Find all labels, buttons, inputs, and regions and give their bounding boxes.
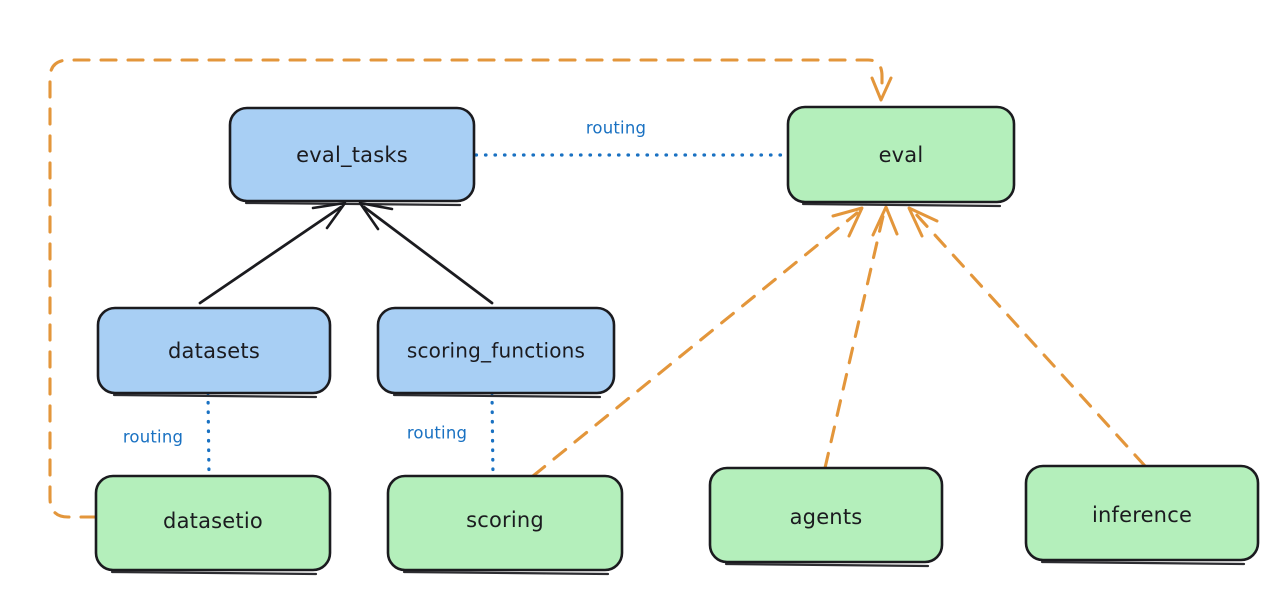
node-agents-box[interactable] <box>708 466 944 564</box>
node-inference-box[interactable] <box>1024 464 1260 562</box>
node-eval-tasks[interactable]: eval_tasks <box>228 106 476 207</box>
node-datasetio[interactable]: datasetio <box>94 474 332 576</box>
node-datasets-sketch-edge <box>112 393 318 399</box>
edge-datasets-to-eval-tasks-line <box>198 205 343 305</box>
edge-scoring-functions-to-eval-tasks <box>358 201 494 305</box>
edge-scoring-functions-to-eval-tasks-line <box>362 205 494 305</box>
edge-label-routing-scoring: routing <box>407 424 467 443</box>
node-datasetio-box[interactable] <box>94 474 332 572</box>
node-eval-tasks-sketch-edge <box>244 201 462 207</box>
node-datasets-label: datasets <box>168 339 260 363</box>
node-eval-tasks-label: eval_tasks <box>296 143 408 168</box>
node-inference-label: inference <box>1092 503 1192 527</box>
node-eval-label: eval <box>879 143 924 167</box>
edge-datasetio-to-eval-line <box>48 58 884 519</box>
edge-agents-to-eval-line <box>823 210 886 470</box>
edge-datasets-to-eval-tasks <box>198 201 347 305</box>
node-datasetio-sketch-edge <box>110 570 318 576</box>
node-inference[interactable]: inference <box>1024 464 1260 566</box>
node-eval[interactable]: eval <box>786 105 1016 208</box>
node-eval-box[interactable] <box>786 105 1016 204</box>
node-scoring-functions-label: scoring_functions <box>407 339 585 363</box>
edge-label-routing-datasetio: routing <box>123 428 183 447</box>
node-datasets-box[interactable] <box>96 306 332 395</box>
node-scoring-functions-sketch-edge <box>392 393 602 399</box>
node-datasets[interactable]: datasets <box>96 306 332 399</box>
node-scoring-functions-box[interactable] <box>376 306 616 395</box>
edge-agents-to-eval-arrowhead <box>871 205 899 237</box>
edge-labels-group: routing routing routing <box>123 119 646 447</box>
edge-agents-to-eval <box>823 205 899 470</box>
edge-inference-to-eval-line <box>912 210 1147 468</box>
edge-scoring-to-eval <box>531 206 864 478</box>
edge-inference-to-eval-arrowhead <box>907 206 939 238</box>
edge-scoring-to-eval-line <box>531 211 859 478</box>
edge-datasetio-to-eval <box>48 58 893 519</box>
node-scoring-box[interactable] <box>386 474 624 572</box>
node-eval-tasks-box[interactable] <box>228 106 476 203</box>
edge-datasets-to-datasetio <box>206 391 211 479</box>
node-scoring-functions[interactable]: scoring_functions <box>376 306 616 399</box>
node-agents-sketch-edge <box>724 562 930 568</box>
node-agents-label: agents <box>790 505 863 529</box>
node-scoring[interactable]: scoring <box>386 474 624 576</box>
edge-scoring-functions-to-scoring <box>490 391 495 479</box>
edge-datasetio-to-eval-arrowhead <box>870 76 893 102</box>
edge-scoring-to-eval-arrowhead <box>831 206 864 238</box>
edge-inference-to-eval <box>907 206 1147 468</box>
dependency-edges-group <box>48 58 1147 519</box>
node-scoring-label: scoring <box>466 508 544 532</box>
node-eval-sketch-edge <box>801 202 1002 208</box>
node-datasetio-label: datasetio <box>163 509 263 533</box>
node-agents[interactable]: agents <box>708 466 944 568</box>
edge-label-routing-eval: routing <box>586 119 646 138</box>
solid-edges-group <box>198 201 494 305</box>
node-scoring-sketch-edge <box>402 570 610 576</box>
node-inference-sketch-edge <box>1040 560 1246 566</box>
